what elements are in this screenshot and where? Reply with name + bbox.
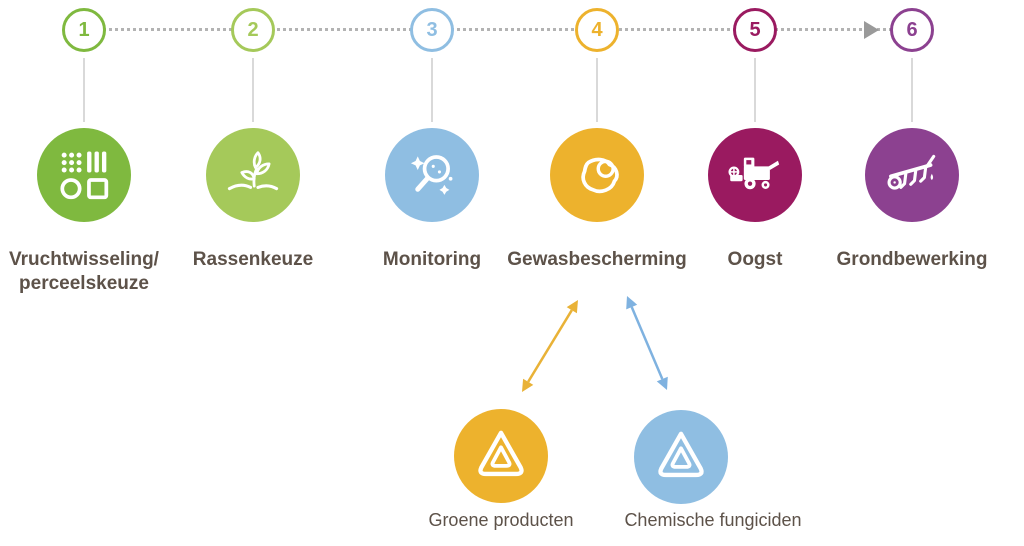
step-number-badge: 4 — [575, 8, 619, 52]
step-connector-line — [911, 58, 913, 122]
step-label: Monitoring — [382, 249, 482, 270]
step-connector-line — [754, 58, 756, 122]
step-label: Rassenkeuze — [192, 249, 314, 270]
step-connector-line — [596, 58, 598, 122]
step-number-badge: 1 — [62, 8, 106, 52]
step-label: Vruchtwisseling/ perceelskeuze — [9, 249, 159, 294]
step-label: Gewasbescherming — [507, 249, 687, 270]
step-5: 5 Oogst — [655, 8, 855, 272]
harvester-icon — [728, 157, 780, 190]
step-number-badge: 3 — [410, 8, 454, 52]
crop-protection-icon — [581, 157, 619, 194]
step-icon-circle — [865, 128, 959, 222]
step-icon-circle — [550, 128, 644, 222]
step-number-badge: 5 — [733, 8, 777, 52]
tillage-icon — [887, 154, 936, 190]
step-connector-line — [431, 58, 433, 122]
arrow-to-groene-producten — [522, 300, 578, 392]
branch-circle-chemische-fungiciden — [634, 410, 728, 504]
step-icon-circle — [37, 128, 131, 222]
magnifier-icon — [410, 155, 453, 195]
timeline-dotted-line — [78, 28, 912, 31]
step-2: 2 Rassenkeuze — [153, 8, 353, 272]
step-number: 2 — [247, 18, 259, 41]
adama-logo-icon — [478, 430, 524, 477]
step-connector-line — [83, 58, 85, 122]
step-number: 5 — [749, 18, 761, 41]
branch-label-chemische-fungiciden: Chemische fungiciden — [624, 510, 802, 530]
step-number-badge: 6 — [890, 8, 934, 52]
step-number: 4 — [591, 18, 603, 41]
step-label: Grondbewerking — [836, 249, 988, 270]
step-icon-circle — [708, 128, 802, 222]
step-6: 6 Grondbewerking — [812, 8, 1012, 272]
step-4: 4 Gewasbescherming — [497, 8, 697, 272]
timeline-arrowhead-icon — [864, 21, 879, 39]
seedling-icon — [227, 151, 279, 191]
step-3: 3 Monitoring — [332, 8, 532, 272]
step-number-badge: 2 — [231, 8, 275, 52]
step-icon-circle — [385, 128, 479, 222]
step-label: Oogst — [727, 249, 783, 270]
branch-circle-groene-producten — [454, 409, 548, 503]
step-connector-line — [252, 58, 254, 122]
arrow-to-chemische-fungiciden — [626, 296, 668, 390]
step-number: 3 — [426, 18, 438, 41]
branch-label-groene-producten: Groene producten — [428, 510, 574, 530]
step-1: 1 Vruchtwisseling/ perceelskeuze — [0, 8, 184, 296]
step-number: 6 — [906, 18, 918, 41]
adama-logo-icon — [658, 431, 704, 478]
step-number: 1 — [78, 18, 90, 41]
field-selection-icon — [60, 151, 109, 200]
step-icon-circle — [206, 128, 300, 222]
